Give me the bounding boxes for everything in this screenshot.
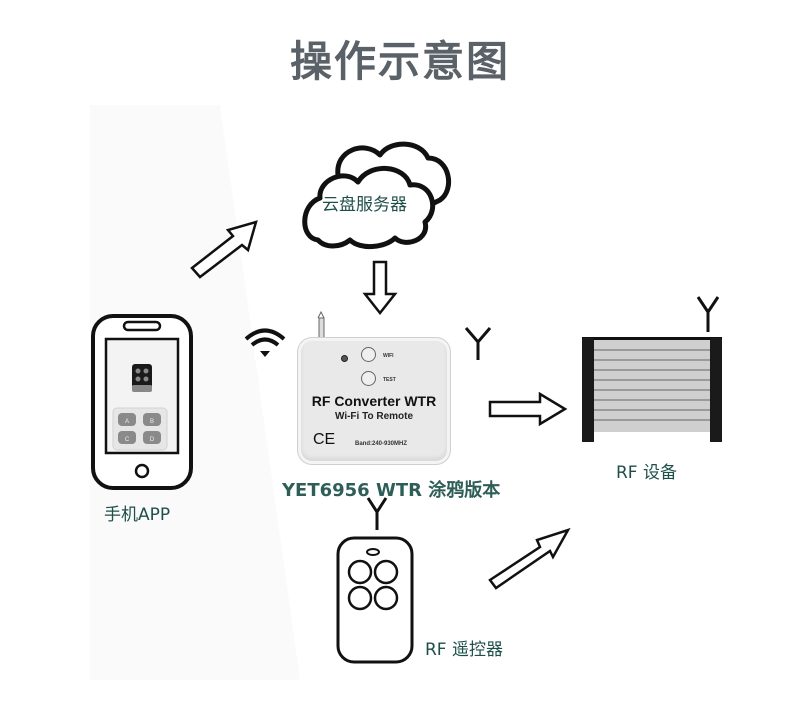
cloud-label: 云盘服务器 (322, 195, 407, 215)
screen-button-d: D (150, 437, 155, 443)
converter-caption: YET6956 WTR 涂鸦版本 (282, 480, 501, 501)
rf-device-label: RF 设备 (616, 463, 677, 483)
test-button (361, 371, 376, 386)
converter-product-title: RF Converter WTR (311, 393, 437, 409)
test-button-label: TEST (383, 377, 396, 383)
rf-converter-device: WIFI TEST RF Converter WTR Wi-Fi To Remo… (298, 338, 450, 464)
ce-mark: CE (313, 431, 336, 448)
power-led-icon (341, 355, 348, 362)
converter-product-subtitle: Wi-Fi To Remote (334, 411, 414, 422)
band-label: Band:240-930MHZ (355, 441, 408, 447)
screen-button-b: B (150, 419, 154, 425)
screen-button-a: A (125, 419, 129, 425)
screen-button-c: C (125, 437, 130, 443)
wifi-button (361, 347, 376, 362)
wifi-button-label: WIFI (383, 353, 394, 359)
page-title: 操作示意图 (289, 37, 510, 86)
rf-remote-label: RF 遥控器 (425, 640, 503, 660)
phone-app-label: 手机APP (104, 505, 171, 525)
